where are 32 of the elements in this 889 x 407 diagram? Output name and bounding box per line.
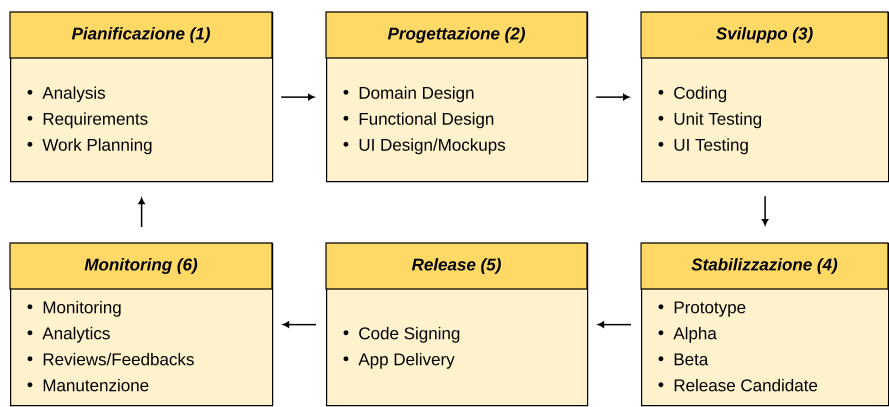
bullet-list: Coding Unit Testing UI Testing bbox=[658, 86, 762, 154]
bullet-list: Analysis Requirements Work Planning bbox=[28, 86, 152, 154]
node-label: Manutenzione bbox=[44, 378, 148, 392]
header-band: Progettazione (2) bbox=[325, 11, 588, 59]
node-label: Release Candidate bbox=[674, 378, 818, 392]
arrow bbox=[281, 94, 314, 100]
card bbox=[325, 11, 588, 182]
node-label: Prototype bbox=[674, 301, 746, 317]
header-band: Pianificazione (1) bbox=[9, 11, 273, 59]
arrow bbox=[596, 94, 630, 100]
header-band: Release (5) bbox=[325, 242, 588, 290]
header-band: Stabilizzazione (4) bbox=[640, 242, 889, 290]
card bbox=[640, 242, 889, 406]
node-label: Monitoring bbox=[44, 300, 121, 317]
node-label: Reviews/Feedbacks bbox=[44, 352, 194, 366]
bullet-list: Code Signing App Delivery bbox=[344, 326, 460, 369]
bullet-list: Prototype Alpha Beta Release Candidate bbox=[658, 302, 818, 392]
arrow bbox=[138, 198, 145, 227]
node-label: Alpha bbox=[673, 326, 717, 343]
header-band: Sviluppo (3) bbox=[640, 11, 889, 59]
node-label: Analytics bbox=[42, 326, 110, 343]
card bbox=[9, 242, 274, 406]
arrow bbox=[762, 196, 768, 226]
card bbox=[640, 11, 889, 182]
bullet-list: Monitoring Analytics Reviews/Feedbacks Manutenzione bbox=[28, 300, 194, 392]
card bbox=[9, 11, 274, 182]
bullet-list: Domain Design Functional Design UI Design/Mockups bbox=[344, 86, 506, 154]
header-band: Monitoring (6) bbox=[9, 242, 273, 290]
arrow bbox=[598, 321, 631, 328]
card bbox=[325, 242, 588, 406]
node-label: Beta bbox=[674, 353, 708, 366]
arrow bbox=[282, 321, 316, 328]
